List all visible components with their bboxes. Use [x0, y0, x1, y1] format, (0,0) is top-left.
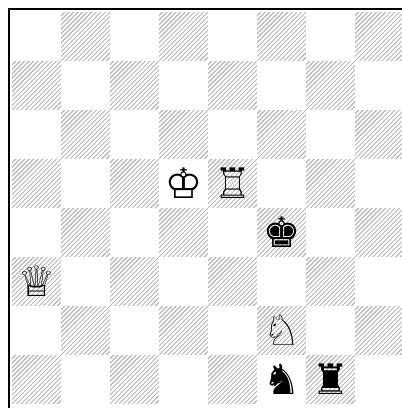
square-g7[interactable]: [306, 61, 355, 110]
square-f8[interactable]: [257, 12, 306, 61]
black-knight-icon[interactable]: ♞: [257, 355, 306, 404]
white-knight-icon[interactable]: ♘: [257, 306, 306, 355]
square-c8[interactable]: [110, 12, 159, 61]
square-c3[interactable]: [110, 257, 159, 306]
square-h4[interactable]: [355, 208, 402, 257]
square-f4[interactable]: ♚: [257, 208, 306, 257]
square-a6[interactable]: [12, 110, 61, 159]
square-h7[interactable]: [355, 61, 402, 110]
square-d1[interactable]: [159, 355, 208, 404]
square-d5[interactable]: ♔: [159, 159, 208, 208]
square-g5[interactable]: [306, 159, 355, 208]
square-d4[interactable]: [159, 208, 208, 257]
square-c1[interactable]: [110, 355, 159, 404]
square-f2[interactable]: ♘: [257, 306, 306, 355]
square-e7[interactable]: [208, 61, 257, 110]
square-d2[interactable]: [159, 306, 208, 355]
square-a5[interactable]: [12, 159, 61, 208]
square-g1[interactable]: ♜: [306, 355, 355, 404]
square-b2[interactable]: [61, 306, 110, 355]
square-b4[interactable]: [61, 208, 110, 257]
square-d3[interactable]: [159, 257, 208, 306]
square-h6[interactable]: [355, 110, 402, 159]
square-e6[interactable]: [208, 110, 257, 159]
square-e1[interactable]: [208, 355, 257, 404]
square-e8[interactable]: [208, 12, 257, 61]
square-h1[interactable]: [355, 355, 402, 404]
square-g3[interactable]: [306, 257, 355, 306]
square-e4[interactable]: [208, 208, 257, 257]
square-h3[interactable]: [355, 257, 402, 306]
square-h2[interactable]: [355, 306, 402, 355]
square-f1[interactable]: ♞: [257, 355, 306, 404]
square-f7[interactable]: [257, 61, 306, 110]
square-c5[interactable]: [110, 159, 159, 208]
square-f3[interactable]: [257, 257, 306, 306]
square-a3[interactable]: ♕: [12, 257, 61, 306]
square-d8[interactable]: [159, 12, 208, 61]
black-king-icon[interactable]: ♚: [257, 208, 306, 257]
square-c2[interactable]: [110, 306, 159, 355]
square-e2[interactable]: [208, 306, 257, 355]
square-a8[interactable]: [12, 12, 61, 61]
square-e3[interactable]: [208, 257, 257, 306]
white-rook-icon[interactable]: ♖: [208, 159, 257, 208]
square-g2[interactable]: [306, 306, 355, 355]
square-d6[interactable]: [159, 110, 208, 159]
square-g4[interactable]: [306, 208, 355, 257]
square-c4[interactable]: [110, 208, 159, 257]
square-b7[interactable]: [61, 61, 110, 110]
square-a1[interactable]: [12, 355, 61, 404]
square-b6[interactable]: [61, 110, 110, 159]
black-rook-icon[interactable]: ♜: [306, 355, 355, 404]
square-d7[interactable]: [159, 61, 208, 110]
square-c6[interactable]: [110, 110, 159, 159]
square-b5[interactable]: [61, 159, 110, 208]
square-g6[interactable]: [306, 110, 355, 159]
square-a4[interactable]: [12, 208, 61, 257]
square-a7[interactable]: [12, 61, 61, 110]
square-e5[interactable]: ♖: [208, 159, 257, 208]
square-b8[interactable]: [61, 12, 110, 61]
square-b3[interactable]: [61, 257, 110, 306]
square-f6[interactable]: [257, 110, 306, 159]
chessboard-frame: ♔♖♚ ♕ ♘♞♜: [8, 8, 402, 408]
square-c7[interactable]: [110, 61, 159, 110]
square-g8[interactable]: [306, 12, 355, 61]
square-h5[interactable]: [355, 159, 402, 208]
square-b1[interactable]: [61, 355, 110, 404]
chessboard: ♔♖♚ ♕ ♘♞♜: [12, 12, 402, 404]
square-f5[interactable]: [257, 159, 306, 208]
white-king-icon[interactable]: ♔: [159, 159, 208, 208]
square-h8[interactable]: [355, 12, 402, 61]
square-a2[interactable]: [12, 306, 61, 355]
white-queen-icon[interactable]: ♕: [12, 257, 61, 306]
